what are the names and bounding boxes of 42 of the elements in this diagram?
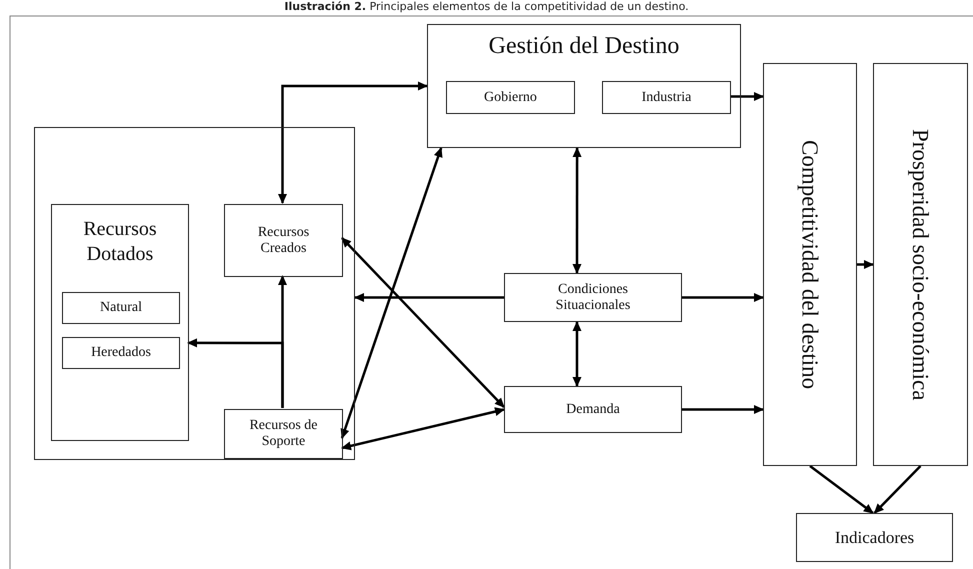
box-label: Demanda: [566, 402, 620, 418]
process-box: [873, 63, 968, 466]
box-label: Indicadores: [834, 528, 914, 548]
box-label: Condiciones Situacionales: [554, 282, 632, 314]
process-box: [62, 337, 180, 369]
arrow: [341, 407, 505, 450]
arrow: [572, 321, 582, 387]
box-label: Recursos Creados: [256, 224, 310, 256]
box-label: Gobierno: [484, 90, 537, 106]
process-box: [224, 204, 343, 277]
arrow: [341, 237, 505, 408]
arrow: [682, 405, 764, 414]
box-label: Recursos de Soporte: [248, 418, 319, 450]
box-label: Industria: [642, 90, 692, 106]
arrow: [572, 147, 582, 274]
arrow: [682, 293, 764, 302]
process-box: [504, 273, 682, 322]
process-box: [51, 204, 189, 441]
arrow: [187, 338, 284, 408]
figure-title: Ilustración 2. Principales elementos de la competitividad de un destino.: [283, 0, 690, 13]
arrow: [354, 293, 504, 302]
arrow: [857, 260, 874, 269]
arrow: [278, 82, 428, 204]
process-box: [602, 81, 731, 114]
box-heading: Recursos Dotados: [82, 217, 158, 267]
group-box: [34, 127, 355, 460]
process-box: [427, 24, 741, 148]
arrow: [809, 465, 874, 514]
process-box: [446, 81, 575, 114]
process-box: [504, 386, 682, 433]
process-box: [224, 409, 343, 459]
arrow: [730, 92, 764, 101]
box-label: Competitividad del destino: [798, 140, 822, 390]
box-label: Heredados: [91, 345, 151, 361]
arrow: [874, 465, 922, 514]
arrow: [340, 147, 442, 439]
box-heading: Gestión del Destino: [488, 32, 680, 61]
process-box: [763, 63, 857, 466]
box-label: Prosperidad socio-económica: [909, 128, 932, 400]
box-label: Natural: [100, 300, 142, 316]
process-box: [796, 513, 953, 562]
process-box: [62, 292, 180, 324]
